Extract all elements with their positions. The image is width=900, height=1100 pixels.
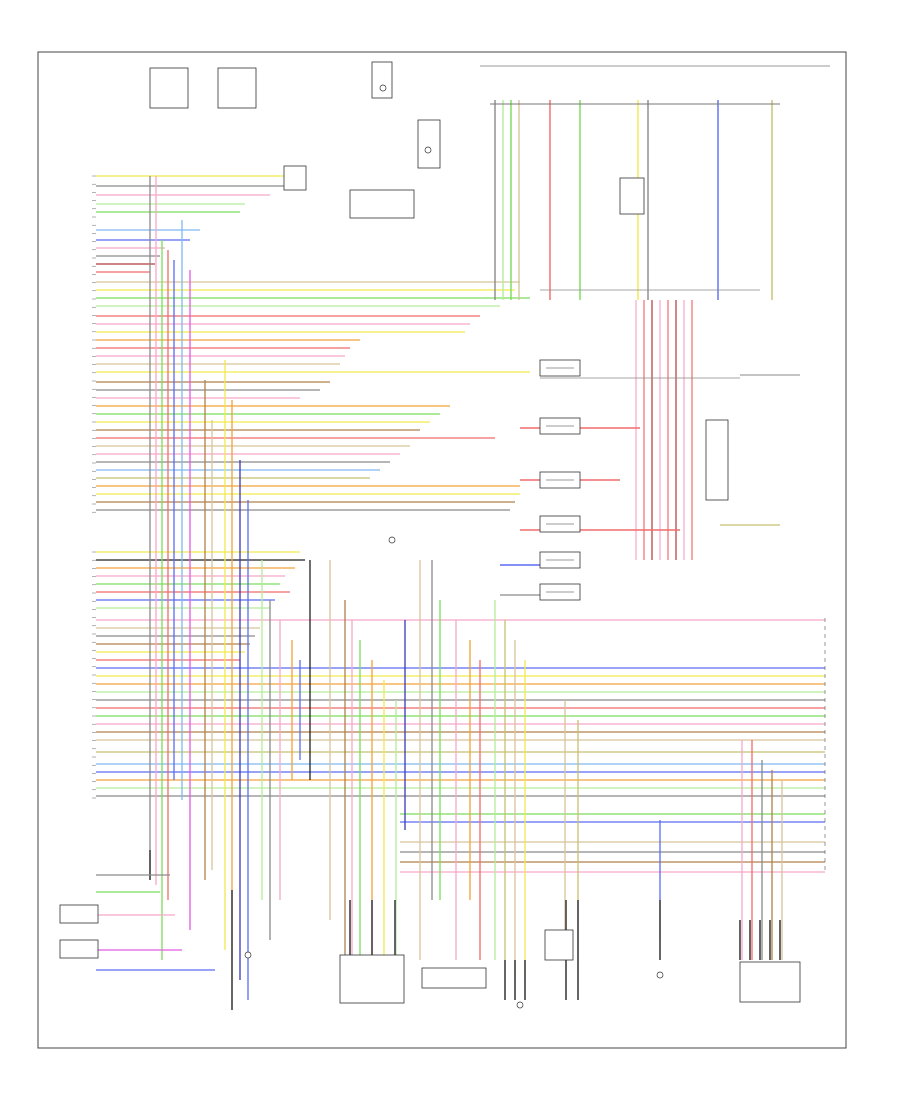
- connector-node: [244, 951, 252, 959]
- range-sensor-box: [705, 419, 729, 501]
- speed-sensor: [421, 967, 487, 989]
- gauge-cluster: [739, 961, 801, 1003]
- connector-node: [424, 146, 432, 154]
- top-switch-left: [149, 67, 189, 109]
- connector-pins: [92, 175, 826, 870]
- solenoid-block: [339, 954, 405, 1004]
- diagram-frame: [37, 51, 847, 1049]
- connector-node: [516, 1001, 524, 1009]
- connector-node: [388, 536, 396, 544]
- top-indicator-lamp: [371, 61, 393, 99]
- brake-switch-box: [619, 177, 645, 215]
- mode-switch-2: [59, 939, 99, 959]
- top-sensor: [417, 119, 441, 169]
- relay-block-top: [349, 189, 415, 219]
- top-switch-right: [217, 67, 257, 109]
- pressure-switch: [544, 929, 574, 961]
- connector-node: [656, 971, 664, 979]
- power-relay: [283, 165, 307, 191]
- wire-bundle: [96, 65, 830, 1010]
- connector-node: [379, 84, 387, 92]
- mode-switch-1: [59, 904, 99, 924]
- component-group: [59, 61, 801, 1009]
